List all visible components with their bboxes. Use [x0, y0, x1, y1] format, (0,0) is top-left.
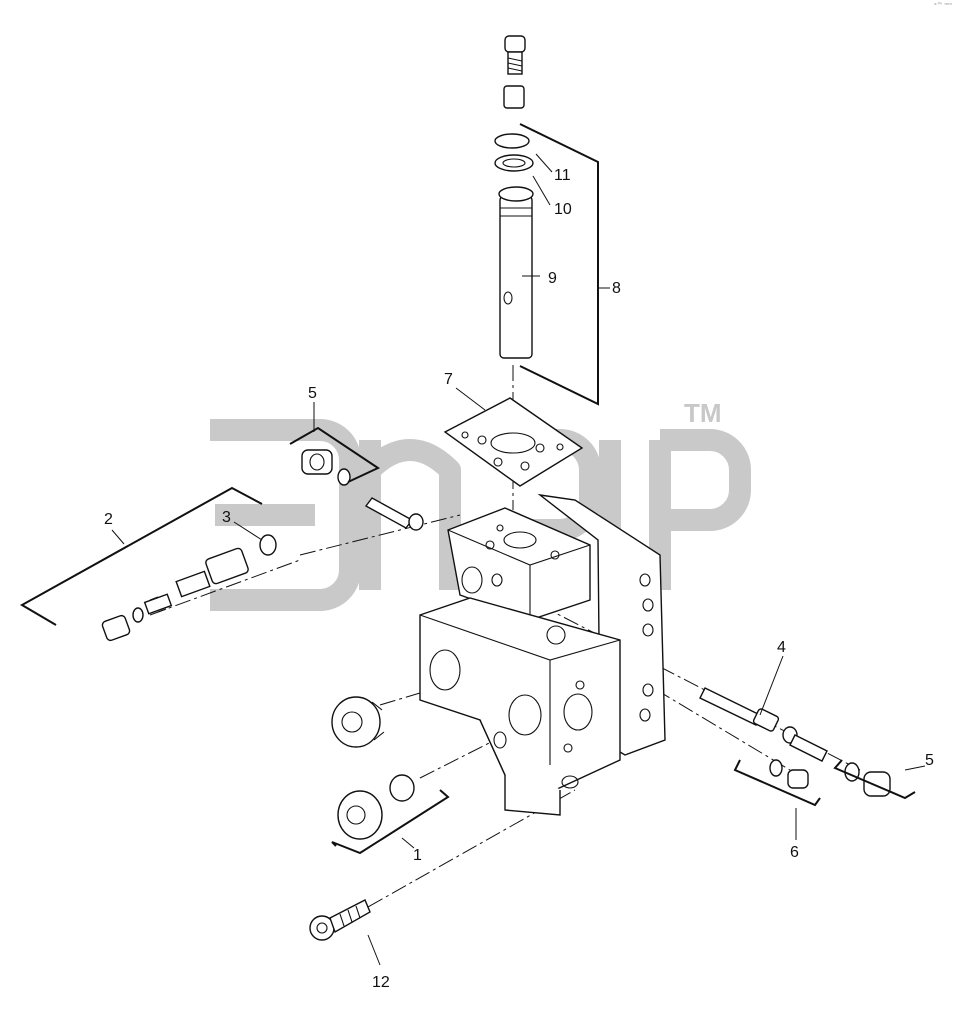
callout-2: 2 — [104, 511, 113, 528]
callout-1: 1 — [413, 847, 422, 864]
callout-7: 7 — [444, 371, 453, 388]
valve-body — [419, 507, 621, 816]
side-plate — [537, 493, 666, 756]
right-cartridge-assembly — [699, 687, 891, 797]
callout-6: 6 — [790, 844, 799, 861]
callout-3: 3 — [222, 509, 231, 526]
watermark-trademark: TM — [684, 398, 722, 428]
callout-9: 9 — [548, 270, 557, 287]
callout-5-left: 5 — [308, 385, 317, 402]
callout-11: 11 — [554, 167, 571, 184]
callout-12: 12 — [372, 974, 390, 991]
bolt-12 — [309, 899, 371, 941]
left-plugs — [331, 696, 415, 840]
callout-5-right: 5 — [925, 752, 934, 769]
tube-assembly — [494, 35, 534, 359]
corner-mark: ᵃ™ ᵐᵐ — [934, 2, 952, 9]
callout-8: 8 — [612, 280, 621, 297]
callout-brackets — [19, 123, 926, 966]
callout-labels: 1 2 3 4 5 5 6 7 8 9 10 11 12 — [104, 167, 934, 991]
gasket-7 — [443, 397, 584, 487]
callout-10: 10 — [554, 201, 572, 218]
left-cartridge-assembly — [101, 449, 424, 642]
callout-4: 4 — [777, 639, 786, 656]
